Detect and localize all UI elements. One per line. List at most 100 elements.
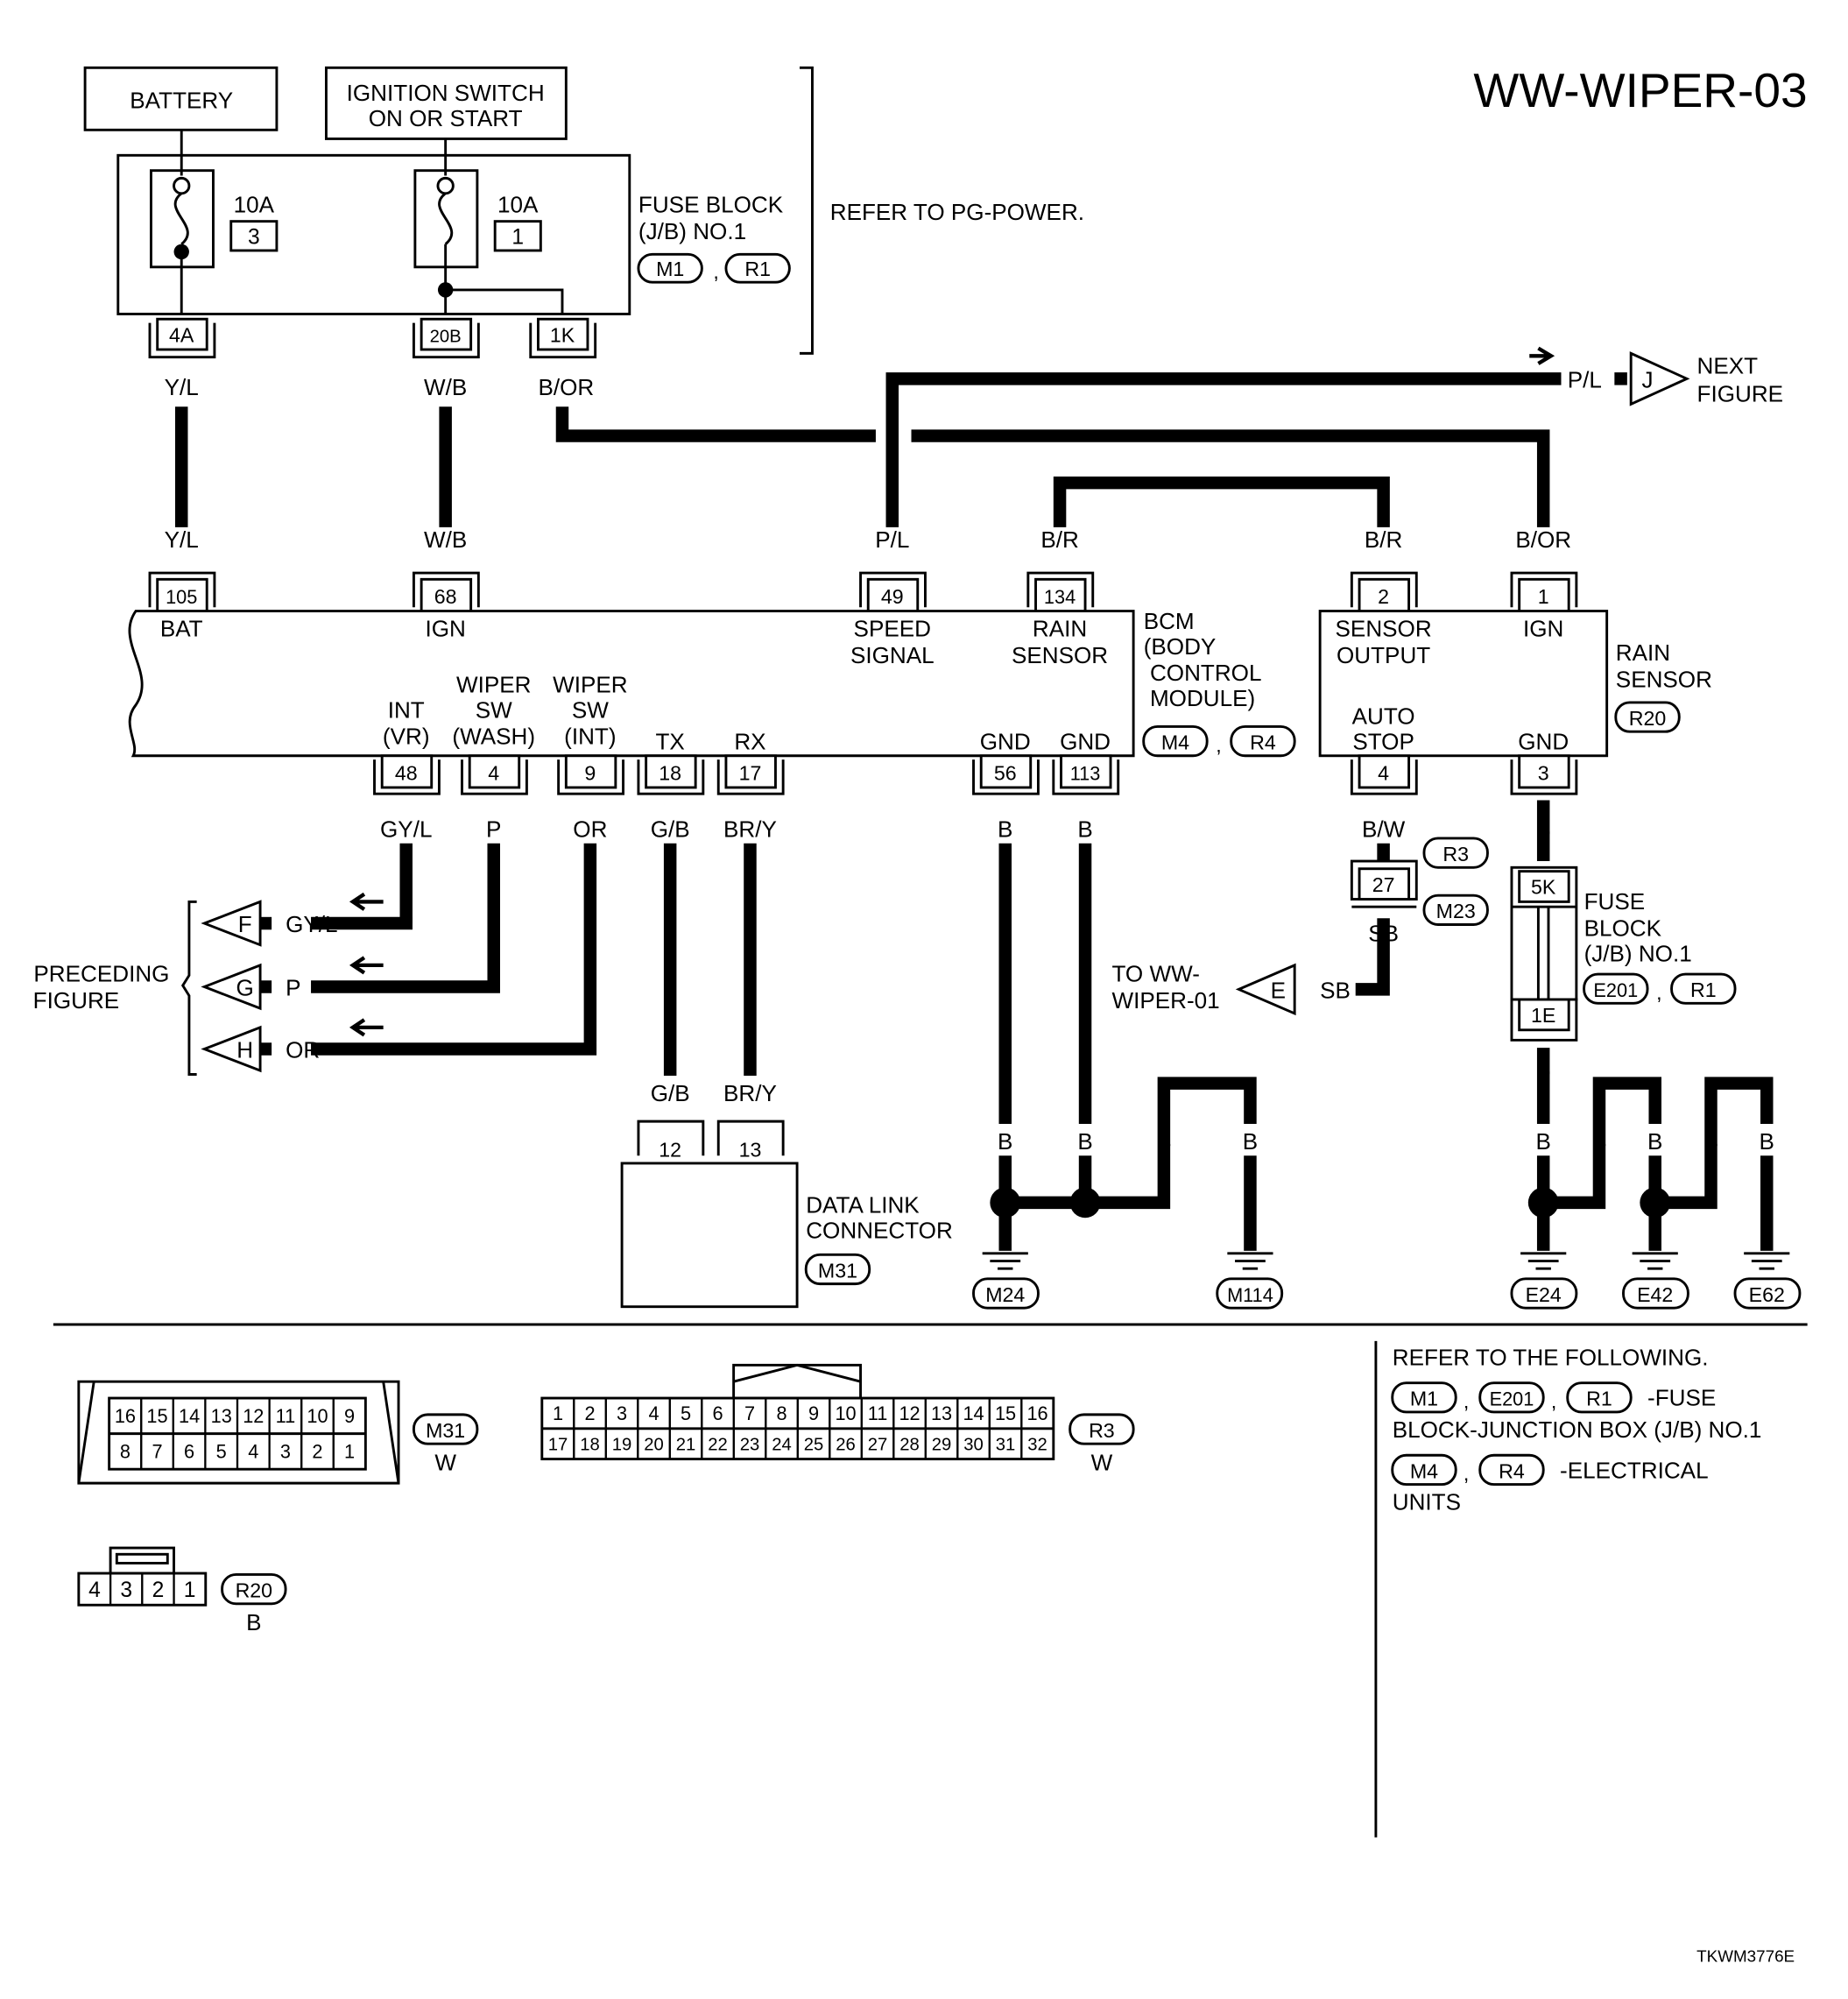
bcm-pin-68: 68 (412, 571, 480, 613)
preceding-wire-p: P (286, 975, 300, 1001)
bcm-pin-49-label: 49 (881, 585, 904, 608)
next-figure-connector: J (1642, 366, 1654, 392)
pin-number: 1 (344, 1441, 355, 1463)
ground-m24-label: M24 (985, 1283, 1025, 1306)
bcm-pin-48-label: 48 (395, 761, 418, 784)
bcm-pin-9-label: 9 (584, 761, 596, 784)
bcm-connector-m4: M4 (1161, 731, 1189, 754)
dlc-pin-13-label: 13 (739, 1139, 762, 1162)
arrow-left-icon-f (349, 892, 384, 911)
bcm-label-speed-2: SIGNAL (850, 642, 935, 668)
wire-label-b-e62: B (1760, 1128, 1774, 1155)
bcm-label-wint-3: (INT) (564, 724, 616, 750)
pin-number: 18 (580, 1436, 600, 1455)
dlc-connector: M31 (818, 1259, 857, 1282)
next-figure-label-1: NEXT (1697, 353, 1759, 379)
bcm-pin-9: 9 (557, 754, 624, 795)
refer-badge-m1 (1391, 1381, 1457, 1414)
dlc-pin-12-label: 12 (659, 1139, 681, 1162)
rain-sensor-box (1318, 610, 1609, 758)
pin-cell (1020, 1427, 1054, 1460)
fuse-block-2: 5K 1E (1510, 865, 1578, 1042)
wire-label-bry-top: BR/Y (723, 816, 777, 843)
bcm-title-2: (BODY (1144, 633, 1217, 660)
wire-label-sb-vertical: SB (1368, 920, 1399, 946)
bcm-title-1: BCM (1144, 608, 1195, 634)
terminal-20b: 20B (412, 317, 480, 359)
preceding-connector-g: G (236, 975, 254, 1001)
wire-label-pl-bottom: P/L (875, 526, 909, 553)
fuse-1-bottom-terminal (173, 244, 189, 260)
pin-number: 2 (152, 1579, 165, 1602)
pin-number: 29 (932, 1436, 952, 1455)
refer-badge-r4 (1478, 1453, 1545, 1487)
wire-label-b-e24: B (1535, 1128, 1550, 1155)
terminal-4a: 4A (148, 317, 216, 359)
junction-pin-27-label: 27 (1372, 873, 1395, 896)
splice-e24 (1527, 1187, 1559, 1218)
pin-number: 17 (548, 1436, 568, 1455)
pin-number: 27 (868, 1436, 888, 1455)
splice-e42 (1640, 1187, 1671, 1218)
wire-label-b-m24: B (998, 1128, 1012, 1155)
arrow-left-icon-g (349, 956, 384, 975)
pin-number: 14 (179, 1405, 200, 1427)
battery-label: BATTERY (130, 88, 233, 114)
pin-number: 16 (115, 1405, 136, 1427)
fuse-1-amperage: 10A (234, 192, 275, 218)
bcm-label-wash-1: WIPER (456, 671, 531, 697)
bcm-label-int-2: (VR) (383, 724, 430, 750)
pin-number: 23 (740, 1436, 760, 1455)
junction-connector-m23: M23 (1436, 900, 1476, 922)
pin-number: 30 (963, 1436, 984, 1455)
ground-e62-icon (1744, 1252, 1790, 1270)
pin-number: 4 (649, 1402, 659, 1424)
wire-bor-right (911, 429, 1550, 527)
refer-conn-m1: M1 (1410, 1388, 1438, 1410)
preceding-figure-bracket (180, 900, 197, 1076)
fuse-2-number-box (493, 220, 542, 252)
bcm-box (128, 610, 1135, 758)
rain-sensor-label-gnd: GND (1518, 729, 1569, 755)
pin-number: 3 (120, 1579, 132, 1602)
pin-number: 21 (676, 1436, 696, 1455)
wire-p (311, 843, 500, 993)
r3-connector-badge (1069, 1413, 1135, 1445)
junction-connector-badge-m23 (1422, 894, 1489, 926)
refer-conn-r1: R1 (1586, 1388, 1612, 1410)
fuse-1-number: 3 (248, 226, 260, 250)
to-ww-wiper-01-label-1: TO WW- (1111, 961, 1199, 987)
bcm-label-gnd-56: GND (980, 729, 1031, 755)
dlc-pin-12: 12 (637, 1120, 705, 1162)
refer-sep-2: , (1551, 1390, 1556, 1413)
wire-label-b-rs: B (1535, 816, 1550, 843)
wire-label-bor-right: B/OR (1515, 526, 1571, 553)
bcm-pin-68-label: 68 (434, 585, 457, 608)
m31-connector-color: W (434, 1450, 456, 1476)
pin-number: 5 (681, 1402, 691, 1424)
bcm-pin-105-label: 105 (166, 586, 197, 608)
r3-connector-label: R3 (1089, 1419, 1115, 1442)
bcm-pin-18-label: 18 (659, 761, 681, 784)
fuse-1-top-terminal (173, 176, 191, 195)
dlc-connector-badge (804, 1253, 871, 1286)
wire-label-gb-bottom: G/B (651, 1080, 690, 1106)
bcm-pin-105: 105 (148, 571, 216, 613)
wire-label-yl-bottom: Y/L (165, 526, 199, 553)
wire-label-or: OR (573, 816, 607, 843)
fuse-2-branch (445, 288, 564, 314)
pin-number: 6 (713, 1402, 723, 1424)
pin-number: 12 (899, 1402, 920, 1424)
pin-number: 2 (312, 1441, 322, 1463)
wire-label-br-right: B/R (1365, 526, 1402, 553)
fuse-2-number: 1 (511, 226, 524, 250)
pin-number: 15 (995, 1402, 1016, 1424)
figure-code: TKWM3776E (1696, 1946, 1795, 1965)
fuse-block-connector-badge-r1 (724, 252, 791, 284)
refer-conn-r4: R4 (1499, 1459, 1525, 1482)
arrow-left-icon-h (349, 1018, 384, 1037)
rain-sensor-pin-3-label: 3 (1538, 761, 1549, 784)
fuse-block-label-2: (J/B) NO.1 (638, 218, 746, 244)
